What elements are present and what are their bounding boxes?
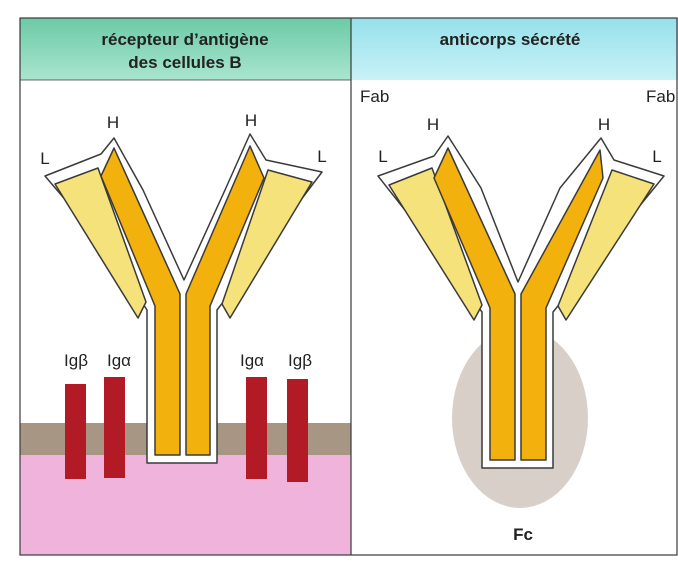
ig-beta-right-subunit bbox=[287, 379, 308, 482]
ig-alpha-right-label: Igα bbox=[240, 351, 264, 370]
left-panel: récepteur d’antigène des cellules B Igβ … bbox=[20, 18, 351, 555]
ig-alpha-left-subunit bbox=[104, 377, 125, 478]
ig-beta-left-subunit bbox=[65, 384, 86, 479]
right-panel: anticorps sécrété Fab Fab L H H L Fc bbox=[351, 18, 678, 544]
fab-label-right: Fab bbox=[646, 87, 675, 106]
secreted-antibody bbox=[378, 136, 664, 468]
ig-beta-right-label: Igβ bbox=[288, 351, 312, 370]
left-header-line1: récepteur d’antigène bbox=[101, 30, 268, 49]
antibody-heavy-label-left: H bbox=[427, 115, 439, 134]
ig-beta-left-label: Igβ bbox=[64, 351, 88, 370]
bcr-heavy-label-left: H bbox=[107, 113, 119, 132]
antibody-heavy-label-right: H bbox=[598, 115, 610, 134]
fc-label: Fc bbox=[513, 525, 533, 544]
right-header-bg bbox=[351, 18, 678, 80]
right-header-title: anticorps sécrété bbox=[440, 30, 581, 49]
antibody-light-label-right: L bbox=[652, 147, 661, 166]
bcr-light-label-left: L bbox=[40, 149, 49, 168]
left-header-line2: des cellules B bbox=[128, 53, 241, 72]
bcr-light-label-right: L bbox=[317, 147, 326, 166]
bcr-heavy-label-right: H bbox=[245, 111, 257, 130]
bcr-antibody bbox=[45, 134, 322, 463]
antibody-light-label-left: L bbox=[378, 147, 387, 166]
ig-alpha-left-label: Igα bbox=[107, 351, 131, 370]
fab-label-left: Fab bbox=[360, 87, 389, 106]
ig-alpha-right-subunit bbox=[246, 377, 267, 479]
